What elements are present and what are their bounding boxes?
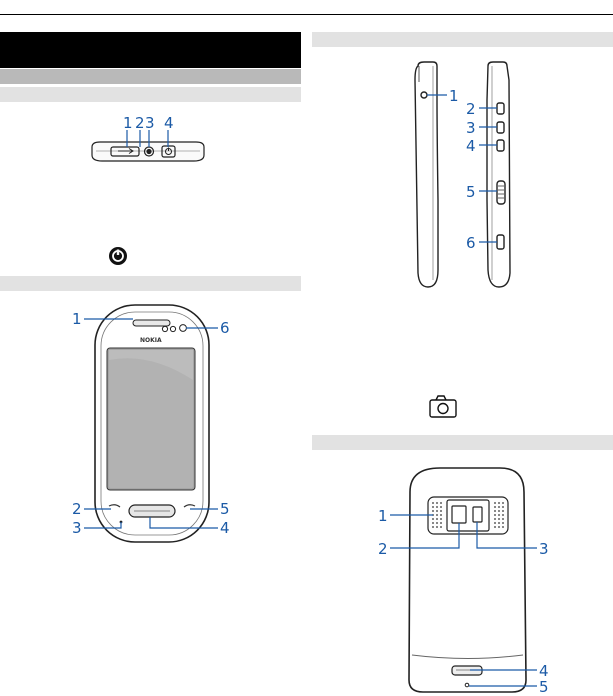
back-callout-5: 5 xyxy=(539,678,549,696)
top-callout-3: 3 xyxy=(145,114,155,132)
front-callout-6: 6 xyxy=(220,319,230,337)
camera-key-icon xyxy=(430,396,456,417)
top-callout-4: 4 xyxy=(164,114,174,132)
side-callout-3: 3 xyxy=(466,119,476,137)
side-callout-1: 1 xyxy=(449,87,459,105)
right-side-illustration xyxy=(479,62,510,287)
back-callout-3: 3 xyxy=(539,540,549,558)
front-callout-5: 5 xyxy=(220,500,230,518)
front-callout-4: 4 xyxy=(220,519,230,537)
camera-flash-icon xyxy=(473,507,482,522)
camera-lens-icon xyxy=(452,506,466,523)
side-callout-2: 2 xyxy=(466,100,476,118)
front-callout-3: 3 xyxy=(72,519,82,537)
top-callout-2: 2 xyxy=(135,114,145,132)
side-callout-6: 6 xyxy=(466,234,476,252)
power-key-icon xyxy=(109,247,127,265)
brand-logo: NOKIA xyxy=(140,337,162,344)
earpiece-icon xyxy=(133,320,170,326)
back-callout-2: 2 xyxy=(378,540,388,558)
top-view-illustration xyxy=(92,130,204,161)
side-callout-4: 4 xyxy=(466,137,476,155)
front-callout-2: 2 xyxy=(72,500,82,518)
back-view-illustration xyxy=(390,468,537,692)
top-callout-1: 1 xyxy=(123,114,133,132)
back-callout-1: 1 xyxy=(378,507,388,525)
front-callout-1: 1 xyxy=(72,310,82,328)
left-side-illustration xyxy=(415,62,447,287)
front-view-illustration: NOKIA xyxy=(84,305,218,542)
side-callout-5: 5 xyxy=(466,183,476,201)
